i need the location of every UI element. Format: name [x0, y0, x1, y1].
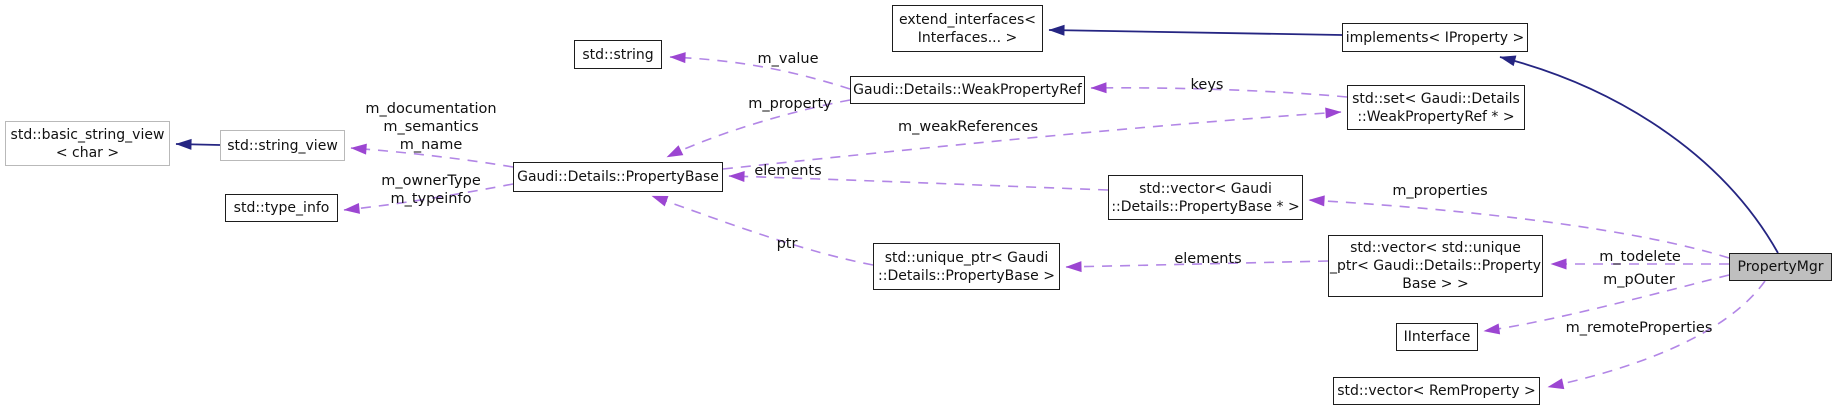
node-gaudi-details-propertybase[interactable]: Gaudi::Details::PropertyBase	[513, 162, 723, 192]
edge-m-value	[669, 52, 851, 90]
edge-label-m-value: m_value	[757, 51, 819, 67]
edge-elements-properties	[728, 170, 1109, 191]
node-std-unique-ptr-propertybase[interactable]: std::unique_ptr< Gaudi ::Details::Proper…	[873, 243, 1060, 290]
node-std-basic-string-view: std::basic_string_view < char >	[5, 121, 170, 166]
edge-inherit-propertymgr	[1499, 55, 1779, 254]
node-std-type-info[interactable]: std::type_info	[225, 194, 338, 222]
edge-m-ownertype	[343, 183, 514, 214]
edge-label-elements-properties: elements	[754, 163, 822, 179]
node-propertymgr: PropertyMgr	[1729, 253, 1832, 281]
node-std-vector-propertybase-ptr[interactable]: std::vector< Gaudi ::Details::PropertyBa…	[1108, 175, 1303, 220]
edge-label-keys: keys	[1190, 77, 1224, 93]
node-std-set-weakpropertyref[interactable]: std::set< Gaudi::Details ::WeakPropertyR…	[1347, 85, 1525, 130]
edge-label-m-property: m_property	[748, 96, 832, 112]
node-std-string-view: std::string_view	[220, 130, 345, 161]
edge-label-m-pouter: m_pOuter	[1603, 272, 1675, 288]
edge-label-elements-todelete: elements	[1174, 251, 1242, 267]
edge-m-properties	[1308, 195, 1730, 259]
edge-m-remoteproperties	[1547, 280, 1766, 390]
node-extend-interfaces[interactable]: extend_interfaces< Interfaces... >	[892, 5, 1043, 52]
edge-label-m-remoteproperties: m_remoteProperties	[1565, 320, 1713, 336]
edge-ptr	[651, 195, 874, 266]
node-std-vector-unique-ptr-propertybase[interactable]: std::vector< std::unique _ptr< Gaudi::De…	[1328, 235, 1543, 297]
edge-label-m-properties: m_properties	[1392, 183, 1488, 199]
edge-m-property	[666, 99, 851, 158]
edge-m-pouter	[1483, 274, 1730, 335]
edge-label-m-weakreferences: m_weakReferences	[897, 119, 1039, 135]
edge-label-m-todelete: m_todelete	[1599, 249, 1681, 265]
edge-elements-todelete	[1065, 260, 1329, 273]
edge-label-m-documentation-group: m_documentation m_semantics m_name	[365, 101, 497, 153]
edge-label-ptr: ptr	[776, 236, 798, 252]
edge-keys	[1090, 82, 1348, 98]
edge-m-documentation	[350, 143, 514, 168]
edge-inherit-implements	[1048, 24, 1343, 36]
node-iinterface[interactable]: IInterface	[1396, 323, 1478, 351]
edge-label-m-ownertype-group: m_ownerType m_typeinfo	[381, 173, 481, 207]
edge-inherit-string-view	[175, 138, 221, 150]
edge-m-weakreferences	[722, 107, 1342, 170]
node-std-string[interactable]: std::string	[574, 40, 662, 69]
node-gaudi-details-weakpropertyref[interactable]: Gaudi::Details::WeakPropertyRef	[850, 76, 1085, 104]
node-std-vector-remproperty[interactable]: std::vector< RemProperty >	[1333, 377, 1540, 405]
node-implements-iproperty[interactable]: implements< IProperty >	[1342, 23, 1528, 52]
